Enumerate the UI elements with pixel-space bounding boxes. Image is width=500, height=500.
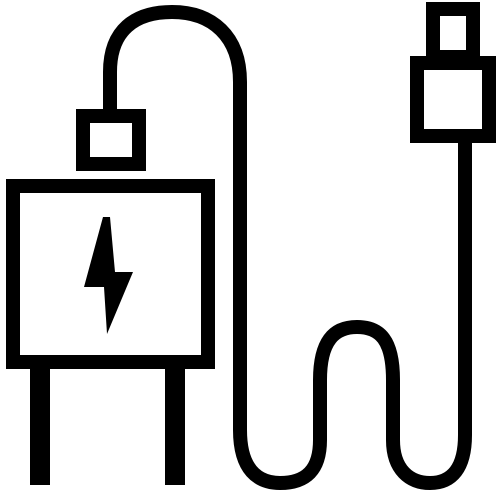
lightning-bolt-icon	[84, 217, 133, 334]
usb-plug-tip	[426, 2, 480, 64]
prong-right	[165, 369, 185, 485]
prong-left	[30, 369, 50, 485]
usb-plug-head	[410, 56, 496, 143]
adapter-socket	[76, 109, 146, 171]
adapter-body	[6, 179, 215, 369]
cable	[103, 5, 472, 490]
